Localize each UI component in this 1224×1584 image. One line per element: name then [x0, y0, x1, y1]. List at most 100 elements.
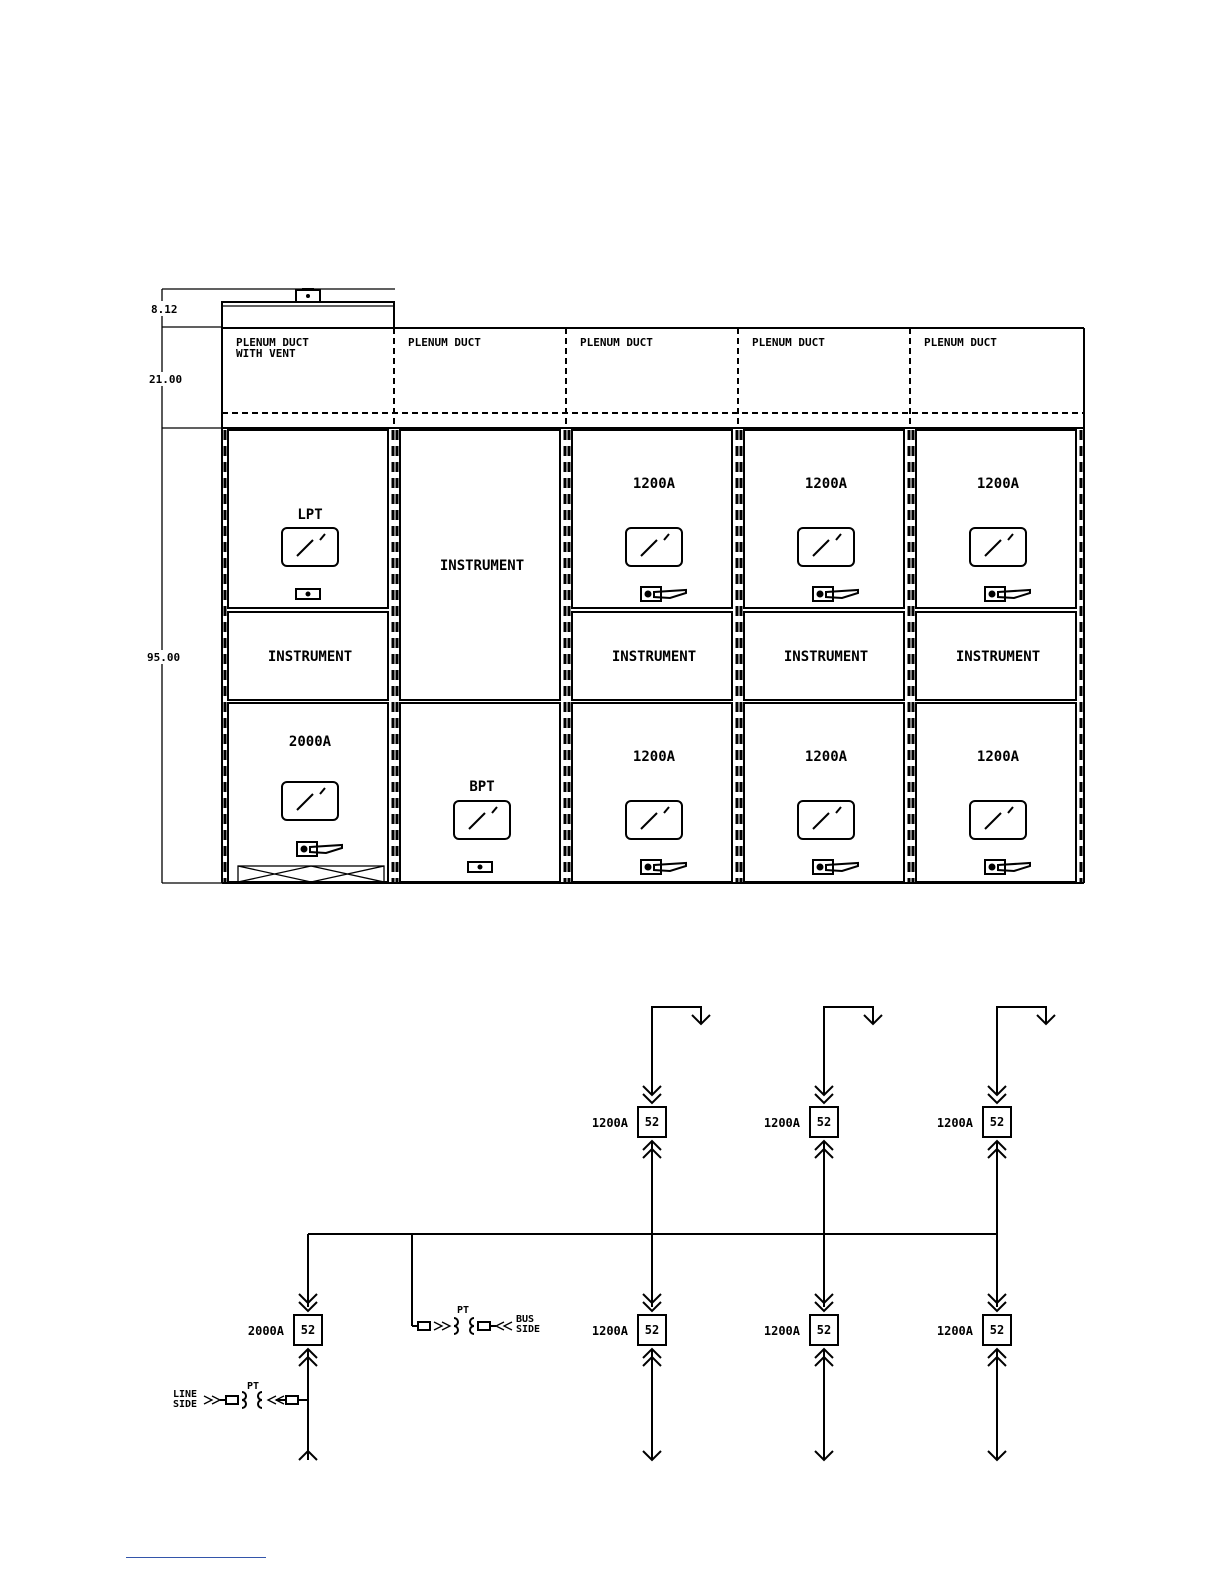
plenum-label: PLENUM DUCT [752, 336, 825, 349]
compartment-frame [916, 703, 1076, 882]
viewing-window-slash [297, 540, 313, 556]
lower-breaker: 521200A [592, 1294, 666, 1366]
compartment-label: INSTRUMENT [956, 649, 1040, 665]
viewing-window-slash [985, 540, 1001, 556]
line-pt-fuse [226, 1396, 238, 1404]
base-bracing [238, 866, 384, 882]
bus-pt-label: PT [457, 1305, 469, 1316]
bus-pt-fuse [478, 1322, 490, 1330]
breaker-label: 52 [645, 1115, 659, 1129]
compartment-label: INSTRUMENT [268, 649, 352, 665]
line-side-label: SIDE [173, 1399, 197, 1410]
compartment: INSTRUMENT [916, 612, 1076, 700]
breaker-rating: 1200A [764, 1116, 801, 1130]
bus-pt-coil [454, 1318, 458, 1334]
feeder-hook [824, 1007, 873, 1094]
compartment-frame [572, 430, 732, 608]
racking-handle-knob [817, 591, 824, 598]
viewing-window [454, 801, 510, 839]
dimension-body: 95.00 [147, 651, 180, 664]
viewing-window-tick [320, 788, 325, 794]
racking-handle-lever [654, 590, 686, 598]
compartment-label: INSTRUMENT [612, 649, 696, 665]
racking-handle-knob [817, 864, 824, 871]
bus-side-label: SIDE [516, 1324, 540, 1335]
compartment: 1200A [916, 703, 1076, 882]
compartment-label: 1200A [633, 749, 676, 765]
compartment-frame [744, 703, 904, 882]
plenum-label: PLENUM DUCT [408, 336, 481, 349]
racking-handle-knob [989, 591, 996, 598]
pt-plug-dot [306, 592, 311, 597]
racking-handle-lever [998, 590, 1030, 598]
racking-handle-lever [310, 845, 342, 853]
viewing-window-tick [664, 534, 669, 540]
viewing-window-tick [836, 534, 841, 540]
section-3: PLENUM DUCT1200AINSTRUMENT1200A [569, 336, 737, 882]
racking-handle-lever [654, 863, 686, 871]
viewing-window [626, 801, 682, 839]
bus-pt-fuse [418, 1322, 430, 1330]
compartment-label: 1200A [805, 749, 848, 765]
viewing-window-tick [492, 807, 497, 813]
dimension-roof: 8.12 [151, 303, 178, 316]
breaker-label: 52 [990, 1115, 1004, 1129]
line-pt-coil [242, 1392, 246, 1408]
breaker-label: 52 [817, 1323, 831, 1337]
compartment-label: 1200A [633, 476, 676, 492]
viewing-window-tick [836, 807, 841, 813]
viewing-window [970, 528, 1026, 566]
dimension-duct: 21.00 [149, 373, 182, 386]
bus-pt-stab [496, 1322, 512, 1330]
footer-rule [126, 1557, 266, 1558]
breaker-rating: 1200A [764, 1324, 801, 1338]
compartment-label: INSTRUMENT [784, 649, 868, 665]
viewing-window-slash [469, 813, 485, 829]
racking-handle-lever [826, 863, 858, 871]
compartment-label: 2000A [289, 734, 332, 750]
racking-handle-lever [826, 590, 858, 598]
front-elevation: 8.12 21.00 95.00 [147, 288, 1084, 883]
main-breaker-column: 52 2000A [248, 1234, 322, 1460]
section-1: PLENUM DUCTWITH VENTLPTINSTRUMENT2000A [225, 336, 393, 882]
compartment-frame [572, 703, 732, 882]
line-pt-fuse [286, 1396, 298, 1404]
compartment: LPT [228, 430, 388, 608]
bus-pt-stab [434, 1322, 450, 1330]
base-channel [238, 866, 384, 882]
racking-handle-lever [998, 863, 1030, 871]
racking-handle-knob [989, 864, 996, 871]
one-line-diagram: 521200A521200A521200A521200A521200A52120… [173, 1007, 1055, 1460]
breaker-rating: 2000A [248, 1324, 285, 1338]
line-pt-stab [204, 1396, 220, 1404]
racking-handle-knob [645, 864, 652, 871]
viewing-window-slash [813, 813, 829, 829]
line-pt-coil [258, 1392, 262, 1408]
compartment-frame [916, 430, 1076, 608]
line-pt-label: PT [247, 1381, 259, 1392]
viewing-window [282, 528, 338, 566]
main-breaker: 52 2000A [248, 1294, 322, 1366]
feeder-hook [997, 1007, 1046, 1094]
compartment: 1200A [572, 703, 732, 882]
compartment-label: INSTRUMENT [440, 558, 524, 574]
viewing-window-slash [813, 540, 829, 556]
upper-breaker: 521200A [937, 1086, 1011, 1158]
breaker-rating: 1200A [937, 1324, 974, 1338]
breaker-label: 52 [645, 1323, 659, 1337]
compartment: INSTRUMENT [572, 612, 732, 700]
viewing-window-slash [641, 540, 657, 556]
viewing-window-tick [320, 534, 325, 540]
breaker-label: 52 [301, 1323, 315, 1337]
lower-breaker: 52 1200A [764, 1294, 838, 1366]
compartment-frame [744, 430, 904, 608]
section-2: PLENUM DUCT INSTRUMENT BPT [397, 336, 565, 882]
compartment-label: BPT [469, 779, 494, 795]
compartment: INSTRUMENT [228, 612, 388, 700]
dimension-lines: 8.12 21.00 95.00 [147, 289, 395, 883]
